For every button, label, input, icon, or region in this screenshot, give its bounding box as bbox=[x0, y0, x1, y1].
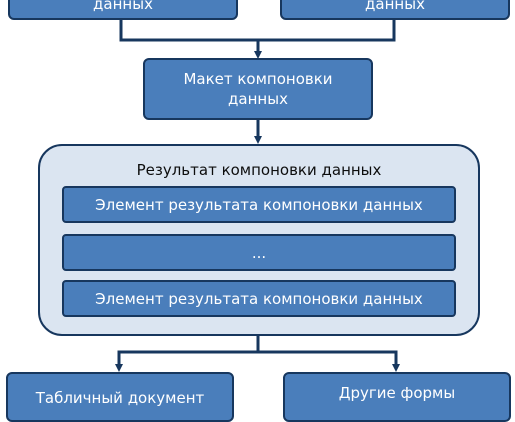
layout-template-label: Макет компоновки данных bbox=[183, 70, 333, 108]
result-container: Результат компоновки данных Элемент резу… bbox=[38, 144, 480, 336]
source-left-label: данных bbox=[93, 0, 153, 13]
result-item-1: Элемент результата компоновки данных bbox=[62, 186, 456, 223]
output-left-label: Табличный документ bbox=[35, 389, 205, 407]
result-item-ellipsis: ... bbox=[62, 234, 456, 271]
result-item-2: Элемент результата компоновки данных bbox=[62, 280, 456, 317]
output-right-label: Другие формы bbox=[338, 384, 456, 402]
connector-top-merge bbox=[119, 20, 396, 42]
source-right-label: данных bbox=[365, 0, 425, 13]
output-left-box: Табличный документ bbox=[6, 372, 234, 422]
output-right-box: Другие формы bbox=[283, 372, 511, 422]
layout-template-box: Макет компоновки данных bbox=[143, 58, 373, 120]
data-composition-diagram: данных данных Макет компоновки данных Ре… bbox=[6, 0, 511, 422]
source-left-box: данных bbox=[8, 0, 238, 20]
result-title: Результат компоновки данных bbox=[136, 161, 382, 179]
connector-bottom-split-right bbox=[258, 350, 400, 372]
connector-bottom-split bbox=[115, 335, 260, 372]
source-right-box: данных bbox=[280, 0, 510, 20]
